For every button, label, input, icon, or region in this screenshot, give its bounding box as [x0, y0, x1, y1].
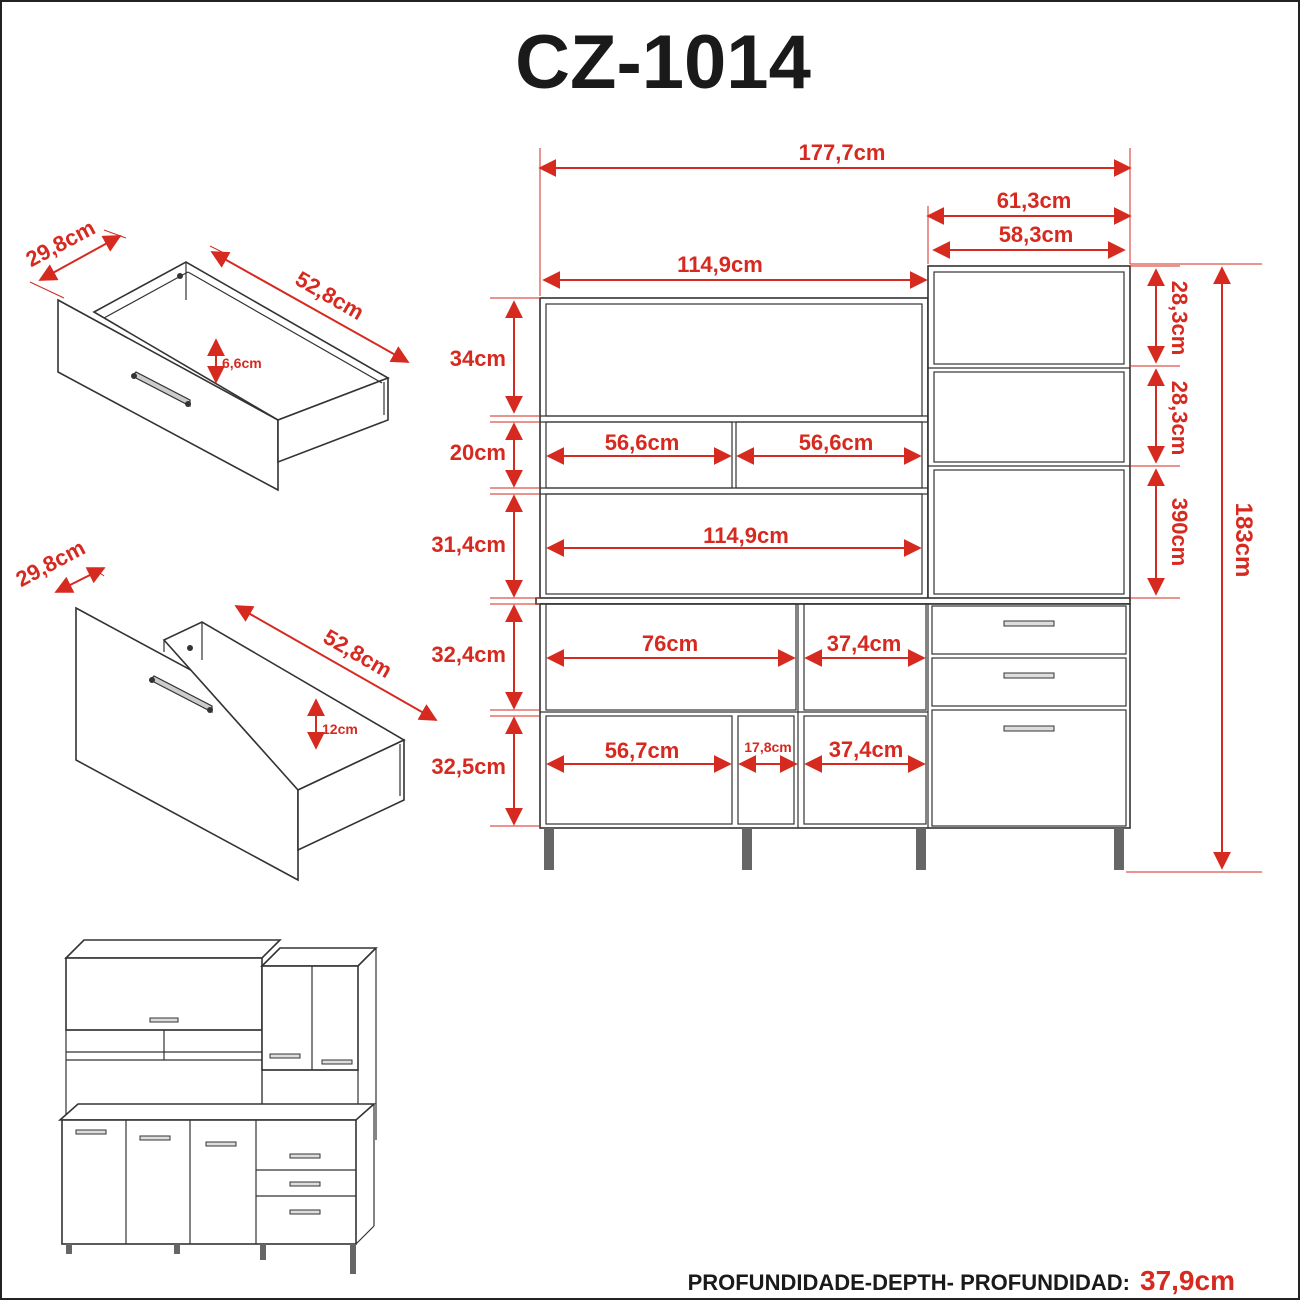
niche-right-width: 56,6cm: [799, 430, 874, 455]
depth-label: PROFUNDIDADE-DEPTH- PROFUNDIDAD:: [688, 1270, 1130, 1295]
drawer-bottom-height-label: 12cm: [322, 721, 358, 737]
row-height-2: 20cm: [450, 440, 506, 465]
left-upper-width-label: 114,9cm: [677, 252, 763, 277]
depth-value: 37,9cm: [1140, 1265, 1235, 1296]
drawer-top-width-label: 52,8cm: [291, 266, 368, 325]
product-title: CZ-1014: [515, 20, 811, 105]
front-view-cabinet: [535, 265, 1131, 870]
right-col-height-3: 390cm: [1167, 498, 1192, 567]
right-col-height-1: 28,3cm: [1167, 281, 1192, 356]
row-height-1: 34cm: [450, 346, 506, 371]
drawer-top-height-label: 6,6cm: [222, 355, 262, 371]
niche-left-width: 56,6cm: [605, 430, 680, 455]
right-col-height-2: 28,3cm: [1167, 381, 1192, 456]
drawer-bottom-depth-label: 29,8cm: [12, 535, 90, 592]
total-width-label: 177,7cm: [799, 140, 886, 165]
middle-shelf-width: 114,9cm: [703, 523, 789, 548]
lower-left-width: 76cm: [642, 631, 698, 656]
bottom-left-width: 56,7cm: [605, 738, 680, 763]
drawer-top-depth-label: 29,8cm: [22, 215, 100, 272]
isometric-product-view: [57, 939, 378, 1274]
lower-mid-width: 37,4cm: [827, 631, 902, 656]
bottom-mid-width: 37,4cm: [829, 737, 904, 762]
right-outer-width-label: 61,3cm: [997, 188, 1072, 213]
right-inner-width-label: 58,3cm: [999, 222, 1074, 247]
bottom-small-width: 17,8cm: [744, 739, 791, 755]
drawer-bottom-width-label: 52,8cm: [319, 624, 396, 683]
total-height-label: 183cm: [1230, 503, 1257, 578]
row-height-4: 32,4cm: [431, 642, 506, 667]
row-height-5: 32,5cm: [431, 754, 506, 779]
row-height-3: 31,4cm: [431, 532, 506, 557]
